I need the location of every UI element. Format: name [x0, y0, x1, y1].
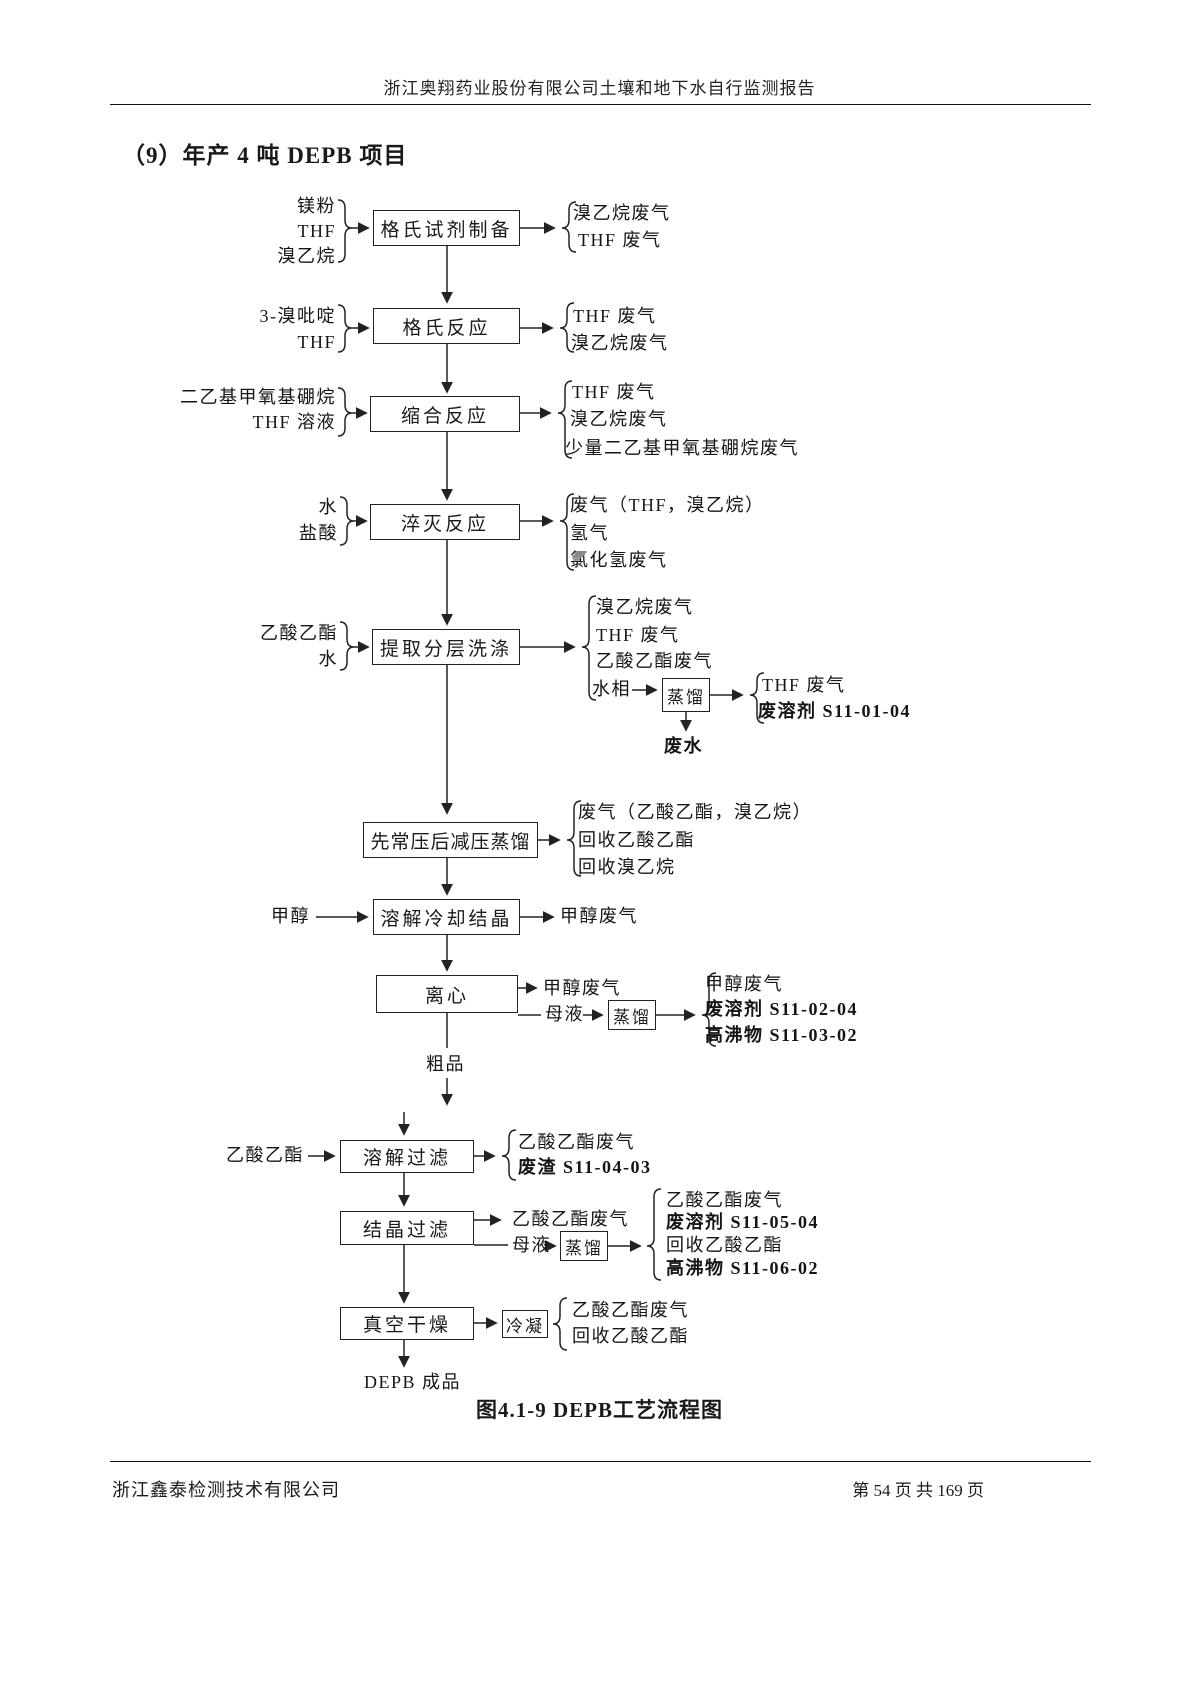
process-box-quench: 淬灭反应	[370, 504, 520, 540]
output-label-thf-waste-gas: THF 废气	[596, 625, 680, 645]
output-label-bromoethane-waste-gas: 溴乙烷废气	[571, 333, 669, 353]
output-label-recovered-bromoethane: 回收溴乙烷	[578, 857, 676, 877]
process-box-vacuum-dry: 真空干燥	[340, 1307, 474, 1340]
output-label-ethyl-acetate-waste-gas: 乙酸乙酯废气	[518, 1132, 635, 1152]
process-box-distillation-1: 蒸馏	[662, 678, 710, 712]
process-box-condense: 冷凝	[502, 1310, 548, 1338]
output-label-bromoethane-waste-gas: 溴乙烷废气	[570, 409, 668, 429]
output-label-mother-liquor: 母液	[512, 1235, 551, 1255]
process-box-staged-distillation: 先常压后减压蒸馏	[363, 822, 538, 858]
output-label-recovered-ethyl-acetate: 回收乙酸乙酯	[666, 1235, 783, 1255]
output-label-ethyl-acetate-waste-gas: 乙酸乙酯废气	[572, 1300, 689, 1320]
input-label-magnesium-powder: 镁粉	[297, 196, 336, 216]
output-label-thf-waste-gas: THF 废气	[573, 306, 657, 326]
output-label-hydrogen-gas: 氢气	[570, 523, 609, 543]
process-box-distillation-3: 蒸馏	[560, 1231, 608, 1261]
flow-arrows	[308, 222, 744, 1368]
process-box-crystallize-filter: 结晶过滤	[340, 1211, 474, 1245]
output-label-aqueous-phase: 水相	[592, 679, 631, 699]
input-label-methanol: 甲醇	[271, 906, 310, 926]
process-box-grignard-prep: 格氏试剂制备	[373, 210, 520, 246]
input-label-bromopyridine: 3-溴吡啶	[259, 306, 336, 326]
process-box-grignard-reaction: 格氏反应	[373, 308, 520, 344]
output-label-waste-gas-ea-bromoethane: 废气（乙酸乙酯，溴乙烷）	[578, 802, 812, 822]
input-label-thf-solution: THF 溶液	[252, 412, 336, 432]
process-box-centrifuge: 离心	[376, 975, 518, 1013]
report-header-title: 浙江奥翔药业股份有限公司土壤和地下水自行监测报告	[383, 79, 816, 98]
output-label-high-boiler-s11-03-02: 高沸物 S11-03-02	[705, 1025, 859, 1045]
output-label-ethyl-acetate-waste-gas: 乙酸乙酯废气	[666, 1190, 783, 1210]
figure-caption: 图4.1-9 DEPB工艺流程图	[476, 1398, 723, 1422]
output-label-recovered-ethyl-acetate: 回收乙酸乙酯	[572, 1326, 689, 1346]
output-label-ethyl-acetate-waste-gas: 乙酸乙酯废气	[596, 651, 713, 671]
output-label-recovered-ethyl-acetate: 回收乙酸乙酯	[578, 830, 695, 850]
output-label-wastewater: 废水	[664, 736, 703, 756]
output-label-waste-solvent-s11-05-04: 废溶剂 S11-05-04	[666, 1212, 820, 1232]
output-label-bromoethane-waste-gas: 溴乙烷废气	[596, 597, 694, 617]
output-label-bromoethane-waste-gas: 溴乙烷废气	[573, 203, 671, 223]
output-label-waste-solvent-s11-01-04: 废溶剂 S11-01-04	[758, 701, 912, 721]
output-label-ethyl-acetate-waste-gas: 乙酸乙酯废气	[512, 1209, 629, 1229]
output-label-borane-waste-gas: 少量二乙基甲氧基硼烷废气	[565, 438, 799, 458]
output-label-waste-solvent-s11-02-04: 废溶剂 S11-02-04	[705, 999, 859, 1019]
footer-divider	[110, 1461, 1091, 1462]
process-box-condensation: 缩合反应	[370, 396, 520, 432]
section-title: （9）年产 4 吨 DEPB 项目	[122, 143, 408, 168]
input-label-diethylmethoxyborane: 二乙基甲氧基硼烷	[180, 387, 336, 407]
output-label-waste-residue-s11-04-03: 废渣 S11-04-03	[518, 1157, 652, 1177]
process-box-dissolve-cool-crystallize: 溶解冷却结晶	[373, 899, 520, 935]
process-box-dissolve-filter: 溶解过滤	[340, 1140, 474, 1173]
input-label-water: 水	[318, 649, 338, 669]
flow-braces	[337, 199, 765, 1351]
input-label-ethyl-acetate: 乙酸乙酯	[226, 1145, 304, 1165]
input-label-hydrochloric-acid: 盐酸	[299, 523, 338, 543]
product-label-depb-finished-product: DEPB 成品	[364, 1372, 462, 1392]
intermediate-label-crude-product: 粗品	[426, 1054, 465, 1074]
input-label-bromoethane: 溴乙烷	[277, 246, 336, 266]
output-label-methanol-waste-gas: 甲醇废气	[543, 978, 621, 998]
process-box-distillation-2: 蒸馏	[608, 1000, 656, 1030]
header-divider	[110, 104, 1091, 105]
input-label-thf: THF	[297, 332, 336, 352]
process-box-extract-wash: 提取分层洗涤	[372, 629, 520, 665]
footer-company-name: 浙江鑫泰检测技术有限公司	[112, 1480, 340, 1500]
input-label-water: 水	[318, 497, 338, 517]
output-label-thf-waste-gas: THF 废气	[578, 230, 662, 250]
input-label-thf: THF	[297, 221, 336, 241]
input-label-ethyl-acetate: 乙酸乙酯	[260, 623, 338, 643]
output-label-thf-waste-gas: THF 废气	[762, 675, 846, 695]
output-label-waste-gas-thf-bromoethane: 废气（THF，溴乙烷）	[570, 495, 765, 515]
output-label-methanol-waste-gas: 甲醇废气	[705, 974, 783, 994]
output-label-mother-liquor: 母液	[545, 1004, 584, 1024]
output-label-hydrogen-chloride-waste-gas: 氯化氢废气	[570, 550, 668, 570]
footer-page-number: 第 54 页 共 169 页	[852, 1481, 984, 1500]
output-label-methanol-waste-gas: 甲醇废气	[560, 906, 638, 926]
output-label-thf-waste-gas: THF 废气	[572, 382, 656, 402]
output-label-high-boiler-s11-06-02: 高沸物 S11-06-02	[666, 1258, 820, 1278]
